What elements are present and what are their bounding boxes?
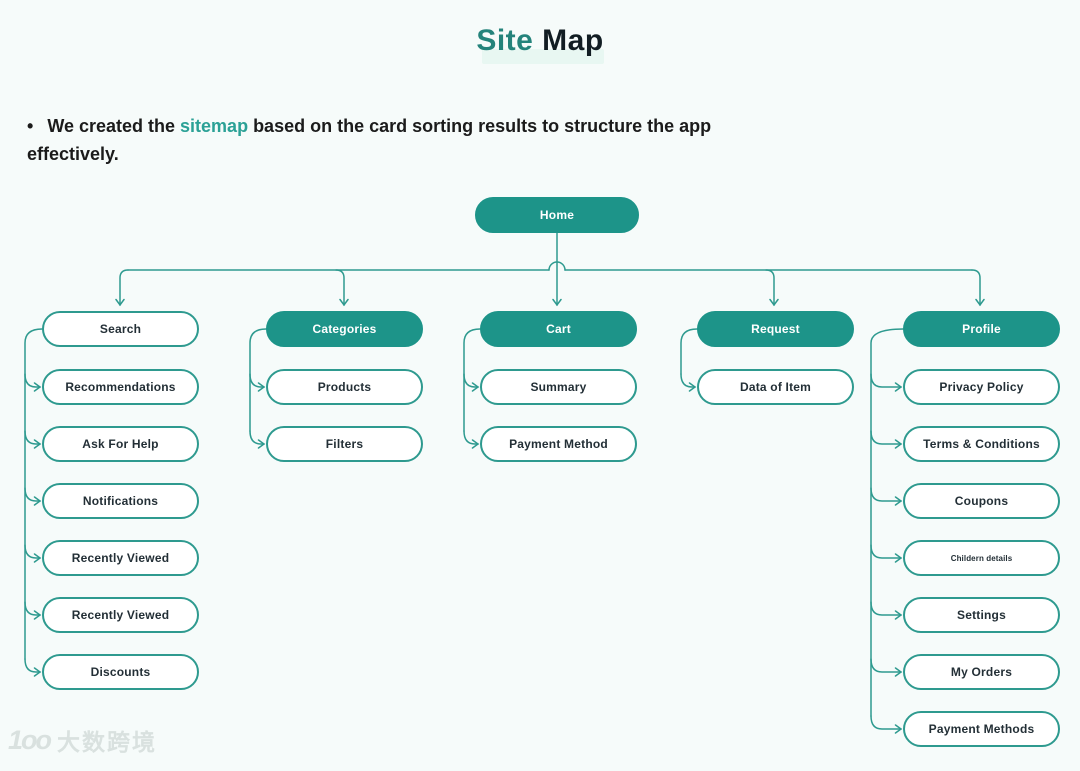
- node-discounts: Discounts: [42, 654, 199, 690]
- node-categories: Categories: [266, 311, 423, 347]
- intro-text-pre: We created the: [47, 116, 181, 136]
- node-settings: Settings: [903, 597, 1060, 633]
- node-my-orders: My Orders: [903, 654, 1060, 690]
- node-cart: Cart: [480, 311, 637, 347]
- node-coupons: Coupons: [903, 483, 1060, 519]
- node-search: Search: [42, 311, 199, 347]
- node-home: Home: [475, 197, 639, 233]
- node-filters: Filters: [266, 426, 423, 462]
- title-accent-word: Site: [476, 24, 534, 57]
- node-terms-conditions: Terms & Conditions: [903, 426, 1060, 462]
- node-payment-method: Payment Method: [480, 426, 637, 462]
- title-dark-word: Map: [533, 24, 604, 57]
- node-request: Request: [697, 311, 854, 347]
- node-notifications: Notifications: [42, 483, 199, 519]
- node-payment-methods: Payment Methods: [903, 711, 1060, 747]
- node-data-of-item: Data of Item: [697, 369, 854, 405]
- page-title: Site Map: [0, 24, 1080, 64]
- node-ask-for-help: Ask For Help: [42, 426, 199, 462]
- node-childern-details: Childern details: [903, 540, 1060, 576]
- watermark-label: 大数跨境: [57, 729, 158, 755]
- watermark-logo: 1oo: [8, 724, 52, 755]
- intro-bullet-text: • We created the sitemap based on the car…: [27, 113, 797, 169]
- node-products: Products: [266, 369, 423, 405]
- node-recently-viewed: Recently Viewed: [42, 540, 199, 576]
- intro-text-highlight: sitemap: [180, 116, 249, 136]
- node-recently-viewed: Recently Viewed: [42, 597, 199, 633]
- node-summary: Summary: [480, 369, 637, 405]
- bullet-marker: •: [27, 116, 34, 136]
- node-recommendations: Recommendations: [42, 369, 199, 405]
- node-privacy-policy: Privacy Policy: [903, 369, 1060, 405]
- node-profile: Profile: [903, 311, 1060, 347]
- intro-text-post: based on the card sorting results to str…: [27, 116, 712, 164]
- watermark: 1oo 大数跨境: [8, 723, 157, 757]
